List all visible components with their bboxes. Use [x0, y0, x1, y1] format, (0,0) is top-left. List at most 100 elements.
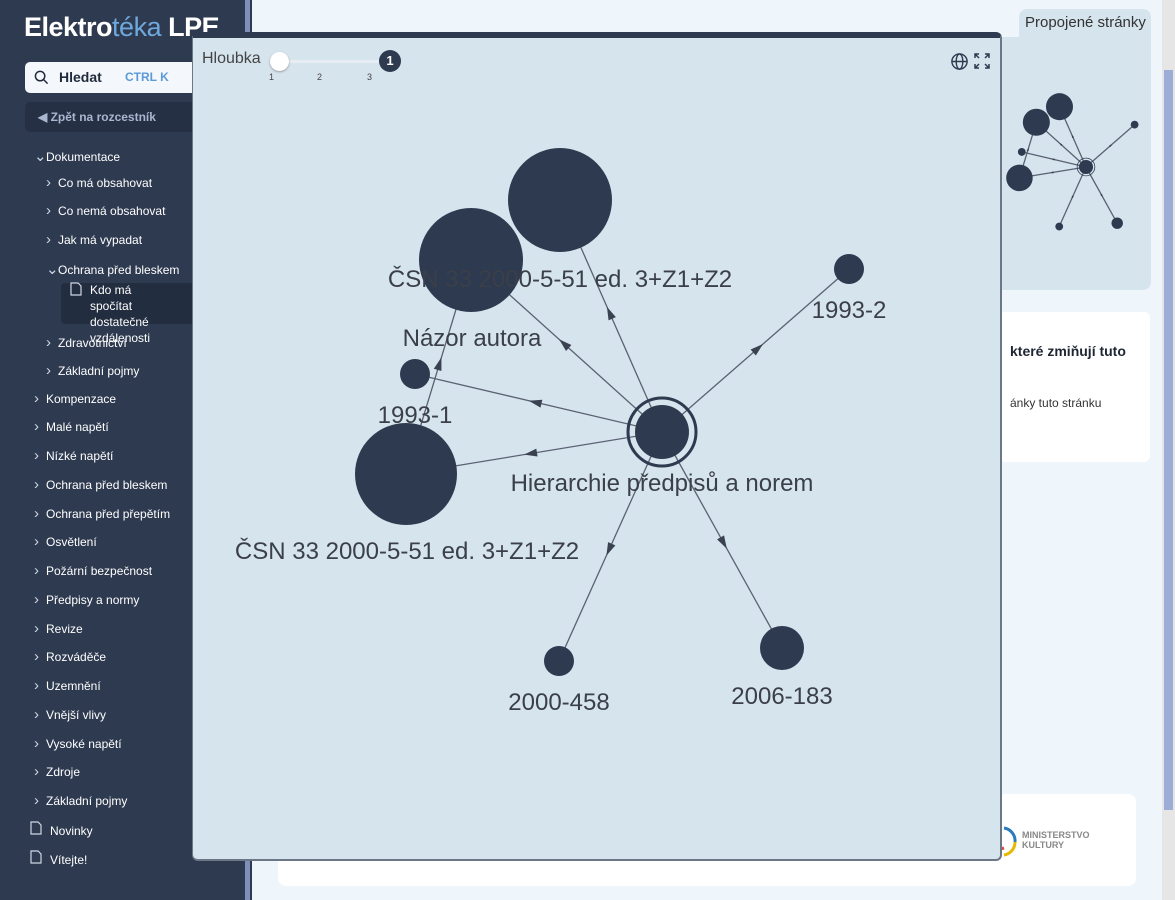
- sidebar-item[interactable]: Vítejte!: [30, 850, 87, 867]
- current-node-ring[interactable]: [1076, 157, 1096, 177]
- edge-arrow: [524, 448, 538, 457]
- site-logo[interactable]: Elektrotéka LPE: [24, 12, 220, 43]
- sidebar-item-label: Vítejte!: [50, 853, 88, 867]
- graph-node[interactable]: [1130, 120, 1139, 129]
- chevron-right-icon: ›: [34, 562, 39, 579]
- sidebar-item[interactable]: ›Uzemnění: [34, 677, 101, 694]
- tab-linked-pages[interactable]: Propojené stránky: [1019, 9, 1151, 39]
- search-button[interactable]: Hledat CTRL K: [25, 62, 225, 93]
- graph-node-label: ČSN 33 2000-5-51 ed. 3+Z1+Z2: [235, 537, 579, 565]
- graph-node-label: 1993-1: [378, 402, 453, 429]
- graph-node[interactable]: [834, 254, 864, 284]
- sidebar-item[interactable]: ›Vnější vlivy: [34, 706, 106, 723]
- graph-node[interactable]: [760, 626, 804, 670]
- depth-value-badge: 1: [379, 50, 401, 72]
- chevron-right-icon: ›: [34, 476, 39, 493]
- sidebar-item-label: Jak má vypadat: [58, 233, 143, 247]
- sidebar-item[interactable]: ›Předpisy a normy: [34, 591, 139, 608]
- chevron-right-icon: ›: [34, 735, 39, 752]
- sidebar-item[interactable]: ›Osvětlení: [34, 533, 97, 550]
- sidebar-item-label: Ochrana před bleskem: [46, 478, 168, 492]
- edge-arrow: [433, 357, 442, 372]
- graph-node-label: ČSN 33 2000-5-51 ed. 3+Z1+Z2: [388, 265, 732, 293]
- sidebar-item-label: Předpisy a normy: [46, 593, 140, 607]
- sidebar-item[interactable]: › Ochrana před bleskem: [34, 476, 167, 493]
- edge-arrow: [1109, 144, 1113, 148]
- chevron-right-icon: ›: [34, 706, 39, 723]
- ministry-logo-text: MINISTERSTVO KULTURY: [1022, 830, 1090, 850]
- sidebar-item[interactable]: ›Co má obsahovat: [46, 174, 152, 191]
- sidebar-item-label: Co má obsahovat: [58, 176, 153, 190]
- logo-text: Elektro: [24, 12, 113, 42]
- sidebar-item[interactable]: ›Revize: [34, 620, 83, 637]
- graph-node[interactable]: [1017, 148, 1026, 156]
- graph-node[interactable]: [635, 405, 689, 459]
- sidebar-item[interactable]: ›Jak má vypadat: [46, 231, 142, 248]
- sidebar-item[interactable]: › Malé napětí: [34, 418, 109, 435]
- page-icon: [70, 282, 90, 299]
- sidebar-item[interactable]: › Základní pojmy: [46, 362, 139, 379]
- sidebar-item-label: Malé napětí: [46, 420, 109, 434]
- graph-node[interactable]: [1055, 222, 1064, 231]
- graph-node[interactable]: [419, 208, 523, 312]
- sidebar-item-label: Novinky: [50, 824, 93, 838]
- back-to-hub-button[interactable]: ◀ Zpět na rozcestník: [25, 102, 225, 132]
- sidebar-item[interactable]: Kdo má spočítat dostatečné vzdálenosti: [70, 282, 170, 346]
- backlinks-title: které zmiňují tuto: [1010, 343, 1126, 359]
- sidebar-item-label: Základní pojmy: [46, 794, 128, 808]
- graph-node-label: 1993-2: [812, 297, 887, 324]
- sidebar-item[interactable]: Novinky: [30, 821, 93, 838]
- current-node-ring[interactable]: [626, 396, 698, 468]
- graph-node-label: Hierarchie předpisů a norem: [511, 470, 814, 497]
- graph-node-label: 2000-458: [508, 689, 609, 716]
- depth-slider[interactable]: [279, 60, 379, 63]
- edge-arrow: [528, 399, 543, 408]
- graph-node[interactable]: [1078, 159, 1094, 175]
- chevron-right-icon: ›: [46, 334, 51, 351]
- sidebar-item[interactable]: › Vysoké napětí: [34, 735, 122, 752]
- chevron-right-icon: ›: [34, 418, 39, 435]
- page-scrollbar[interactable]: [1162, 0, 1175, 900]
- sidebar-item-label: Základní pojmy: [58, 364, 140, 378]
- sidebar-item[interactable]: ⌄Ochrana před bleskem: [46, 260, 179, 278]
- sidebar-item[interactable]: ›Kompenzace: [34, 390, 116, 407]
- graph-node-label: 2006-183: [731, 683, 832, 710]
- edge-arrow: [559, 339, 572, 351]
- sidebar-item-label: Vysoké napětí: [46, 737, 122, 751]
- depth-tick: 1: [269, 72, 275, 82]
- sidebar-item[interactable]: ›Zdravotnictví: [46, 334, 127, 351]
- sidebar-item[interactable]: ›Ochrana před přepětím: [34, 505, 170, 522]
- sidebar-item-label: Uzemnění: [46, 679, 101, 693]
- graph-node[interactable]: [1022, 108, 1050, 136]
- graph-node[interactable]: [1045, 93, 1073, 121]
- depth-slider-handle[interactable]: [270, 52, 289, 71]
- chevron-right-icon: ›: [46, 362, 51, 379]
- linked-pages-mini-graph[interactable]: [990, 37, 1151, 290]
- sidebar-item-label: Požární bezpečnost: [46, 564, 153, 578]
- sidebar-item[interactable]: ›Nízké napětí: [34, 447, 113, 464]
- search-shortcut: CTRL K: [125, 70, 169, 84]
- sidebar-item[interactable]: ›Zdroje: [34, 763, 80, 780]
- sidebar-item-label: Zdroje: [46, 765, 81, 779]
- sidebar-item-label: Revize: [46, 622, 83, 636]
- backlinks-text: ánky tuto stránku: [1010, 396, 1102, 410]
- sidebar-item[interactable]: ›Co nemá obsahovat: [46, 202, 165, 219]
- edge-arrow: [606, 542, 616, 556]
- graph-node[interactable]: [355, 423, 457, 525]
- graph-node[interactable]: [400, 359, 430, 389]
- graph-node[interactable]: [544, 646, 574, 676]
- chevron-right-icon: ›: [34, 648, 39, 665]
- sidebar-item[interactable]: ›Rozváděče: [34, 648, 106, 665]
- fullscreen-icon[interactable]: [973, 52, 991, 70]
- graph-node[interactable]: [1111, 217, 1123, 229]
- graph-node[interactable]: [508, 148, 612, 252]
- scrollbar-thumb[interactable]: [1164, 70, 1173, 810]
- graph-node[interactable]: [1006, 164, 1033, 192]
- sidebar-item[interactable]: › Požární bezpečnost: [34, 562, 152, 579]
- globe-icon[interactable]: [950, 52, 969, 71]
- ministry-logo[interactable]: MINISTERSTVO KULTURY: [990, 824, 1100, 860]
- sidebar-item[interactable]: ⌄Dokumentace: [34, 147, 120, 165]
- sidebar-item[interactable]: ›Základní pojmy: [34, 792, 127, 809]
